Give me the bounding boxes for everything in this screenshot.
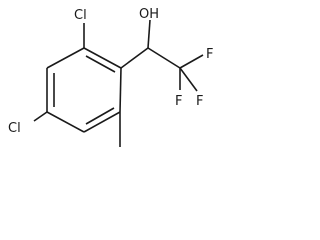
molecule-structure: Cl Cl OH F F F — [8, 7, 213, 147]
ring-bond-c4-c5 — [46, 111, 85, 133]
atom-labels: Cl Cl OH F F F — [8, 7, 213, 136]
ring-bond-c2-c3 — [119, 67, 122, 113]
bond-c5-cl — [33, 111, 48, 122]
bond-cf3-f-upper — [179, 54, 204, 69]
bond-cf3-f-right — [179, 67, 198, 92]
bonds — [33, 19, 204, 147]
bond-choh-oh — [147, 19, 151, 49]
atom-label-cl-left: Cl — [8, 121, 21, 136]
ring-bond-c6-c1 — [46, 47, 85, 69]
ring-double-bond-c3-c4 — [85, 107, 115, 125]
atom-label-f-right: F — [196, 94, 203, 109]
atom-label-f-left: F — [175, 94, 182, 109]
ring-double-bond-c1-c2 — [85, 55, 116, 73]
atom-label-cl-top: Cl — [74, 8, 87, 23]
atom-label-f-upper: F — [206, 47, 213, 62]
ring-bond-c3-c4 — [83, 111, 121, 133]
ring-bond-c1-c2 — [83, 47, 122, 69]
bond-choh-cf3 — [147, 47, 181, 69]
bond-c2-choh — [120, 47, 149, 69]
atom-label-oh: OH — [139, 7, 159, 22]
